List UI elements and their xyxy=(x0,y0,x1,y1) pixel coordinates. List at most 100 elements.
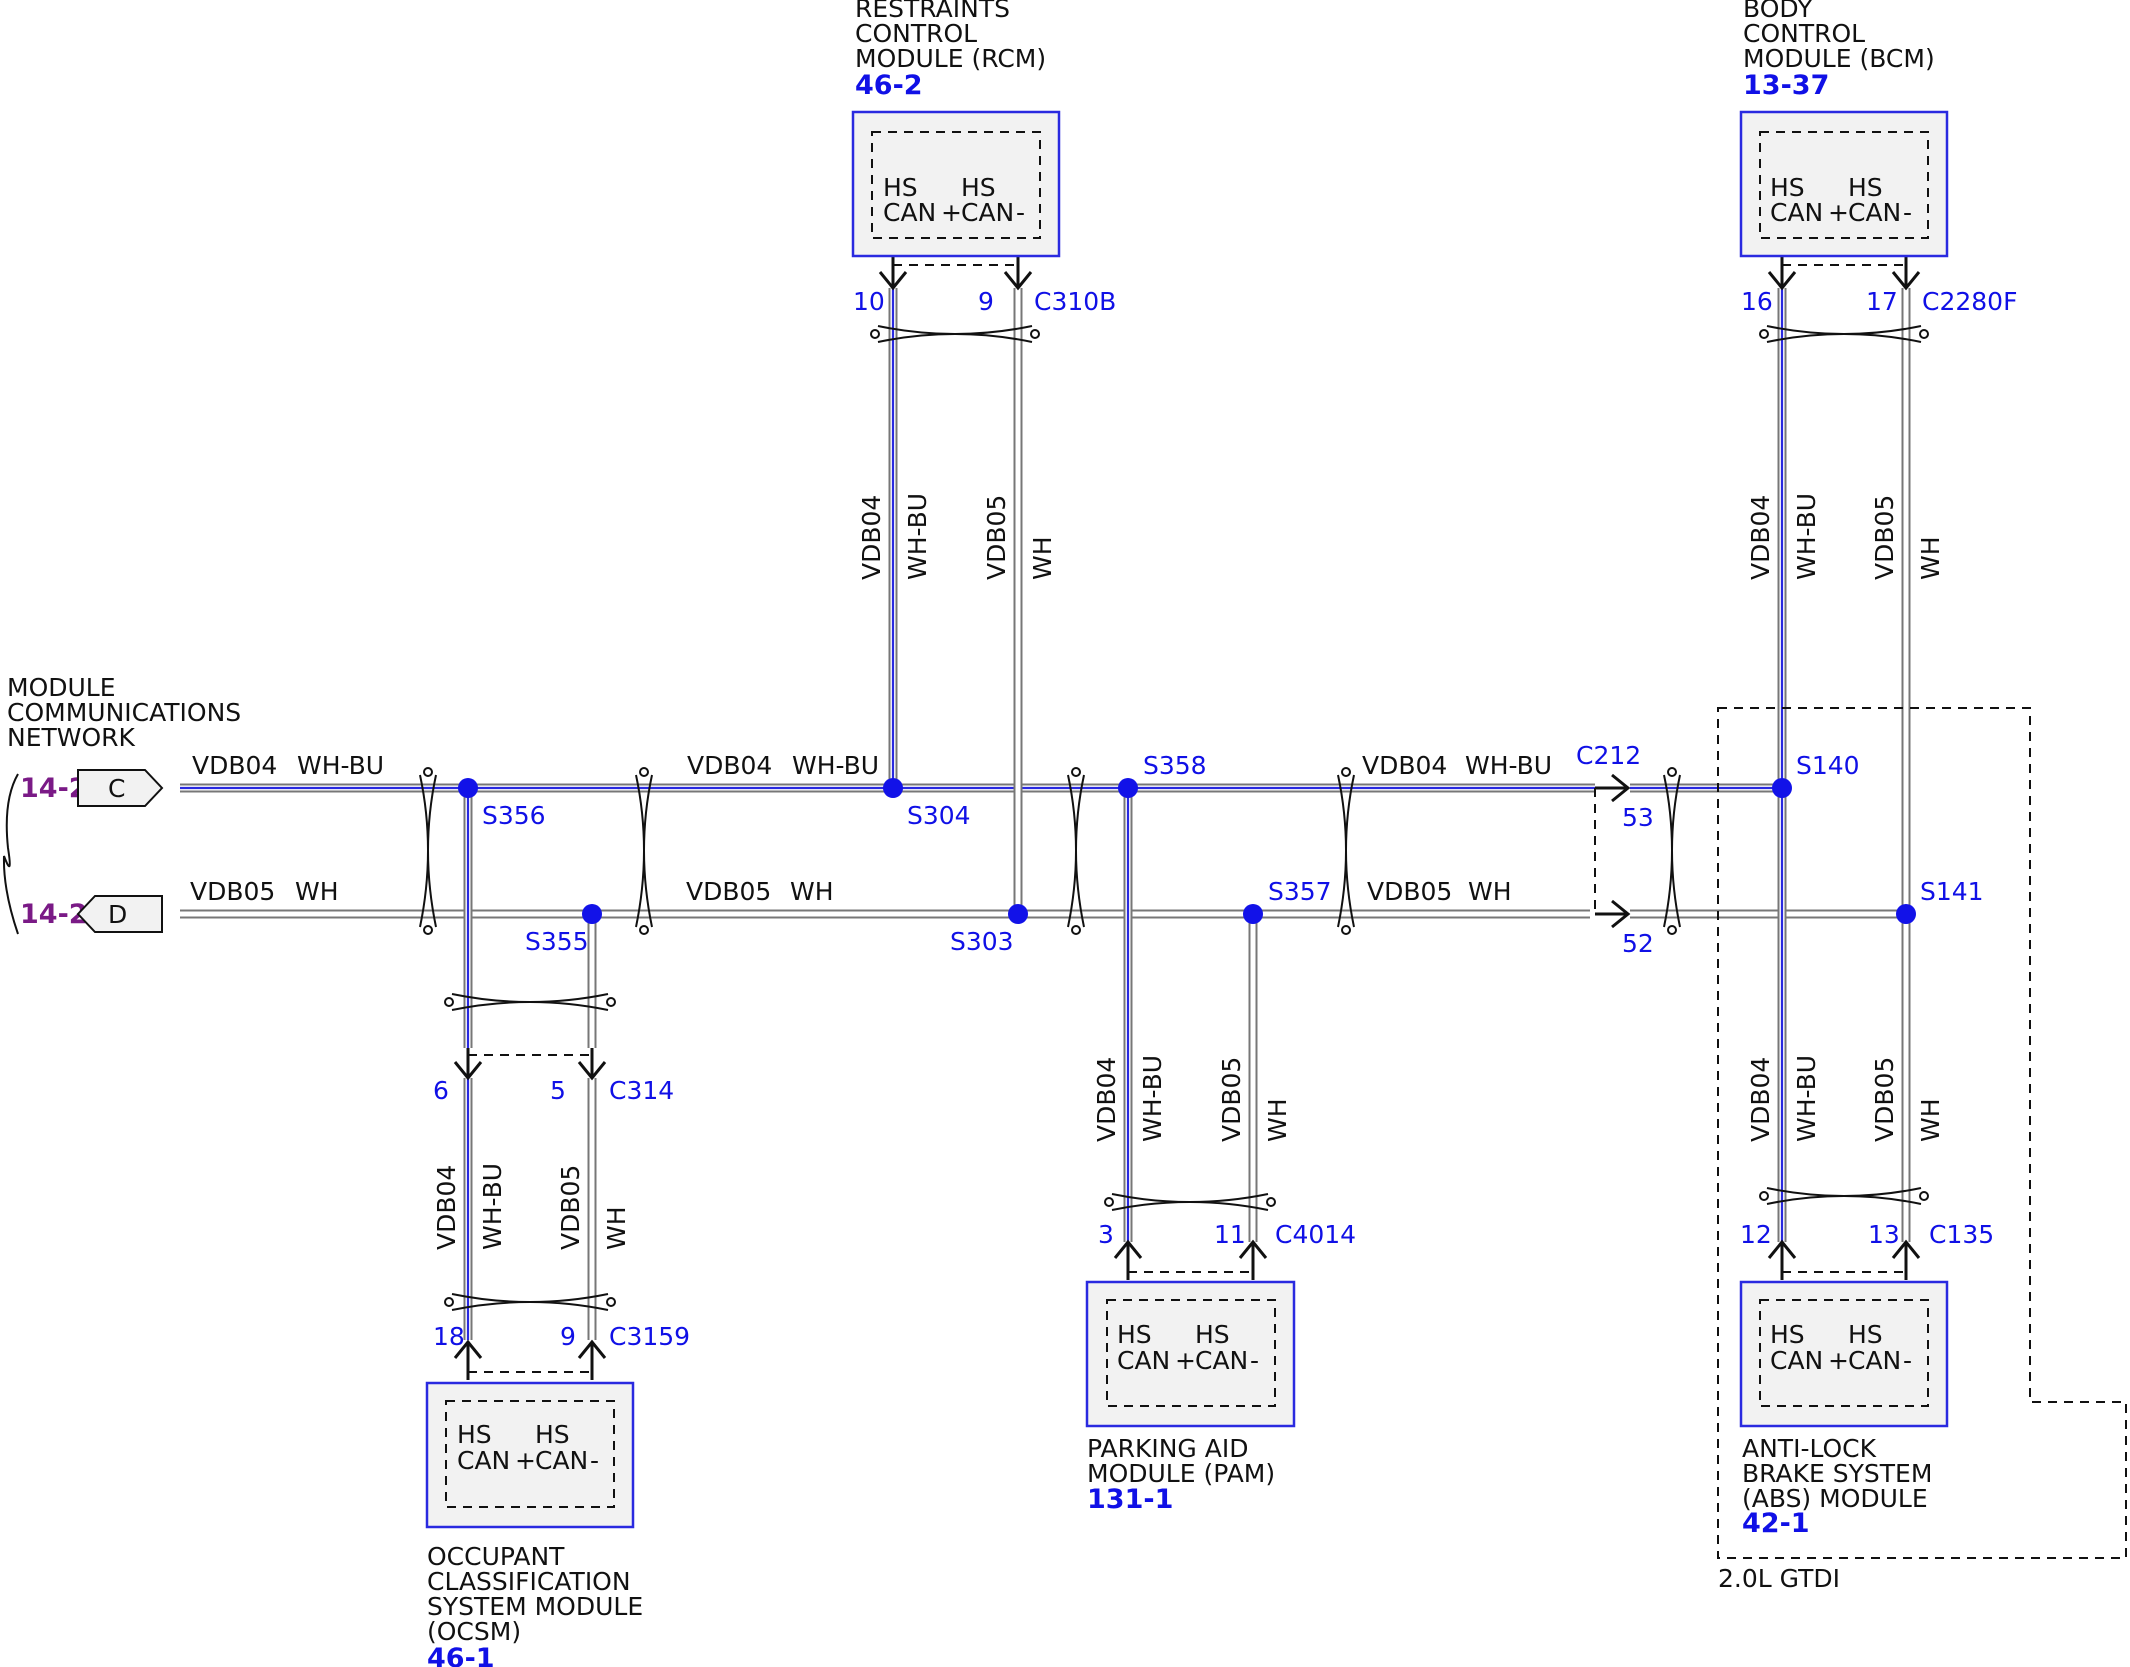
wire-label: WH xyxy=(790,877,834,906)
twisted-pair-symbols xyxy=(419,325,1929,1311)
module-abs[interactable]: HS CAN + HS CAN - xyxy=(1739,1280,1949,1428)
splice-s140-label: S140 xyxy=(1796,751,1860,780)
abs-minus: - xyxy=(1903,1346,1912,1375)
pam-connector-id[interactable]: C4014 xyxy=(1275,1220,1356,1249)
ref-c[interactable]: 14-2 xyxy=(20,773,88,804)
splice-s358-label: S358 xyxy=(1143,751,1207,780)
pam-hs1: HS xyxy=(1117,1320,1152,1349)
ocsm-ref[interactable]: 46-1 xyxy=(427,1643,495,1667)
c314-pin-plus: 6 xyxy=(433,1076,449,1105)
abs-connector-id[interactable]: C135 xyxy=(1929,1220,1994,1249)
wire-label: VDB05 xyxy=(1870,1057,1899,1142)
module-ocsm[interactable]: HS CAN + HS CAN - xyxy=(425,1381,635,1529)
bcm-hs2: HS xyxy=(1848,173,1883,202)
wire-label: WH xyxy=(1263,1098,1292,1142)
bcm-pin-plus: 16 xyxy=(1741,287,1773,316)
splice-s141-label: S141 xyxy=(1920,877,1984,906)
splice-labels: S356 S304 S358 S140 S355 S303 S357 S141 xyxy=(482,751,1984,956)
bcm-pin-minus: 17 xyxy=(1866,287,1898,316)
bcm-ref[interactable]: 13-37 xyxy=(1743,70,1829,101)
rcm-ref[interactable]: 46-2 xyxy=(855,70,923,101)
module-rcm[interactable]: HS CAN + HS CAN - xyxy=(851,110,1061,258)
wire-label: VDB04 xyxy=(1362,751,1447,780)
bcm-minus: - xyxy=(1903,198,1912,227)
bcm-connector-id[interactable]: C2280F xyxy=(1922,287,2017,316)
wire-label: VDB04 xyxy=(1746,495,1775,580)
ocsm-hs2: HS xyxy=(535,1420,570,1449)
wire-label: WH xyxy=(1468,877,1512,906)
splice-s355 xyxy=(582,904,602,924)
ocsm-connector-id[interactable]: C3159 xyxy=(609,1322,690,1351)
wire-label: WH xyxy=(1028,536,1057,580)
wire-label: WH-BU xyxy=(1792,493,1821,580)
module-bcm[interactable]: HS CAN + HS CAN - xyxy=(1739,110,1949,258)
wire-label: VDB05 xyxy=(190,877,275,906)
splice-s355-label: S355 xyxy=(525,927,589,956)
flag-c-label: C xyxy=(108,774,125,803)
flag-d-label: D xyxy=(108,900,127,929)
wires xyxy=(180,288,1911,1340)
abs-can1: CAN xyxy=(1770,1346,1823,1375)
connector-symbols xyxy=(453,250,1921,1380)
wire-label: WH-BU xyxy=(1138,1055,1167,1142)
wire-label: WH-BU xyxy=(1792,1055,1821,1142)
bcm-hs1: HS xyxy=(1770,173,1805,202)
abs-hs1: HS xyxy=(1770,1320,1805,1349)
abs-pin-plus: 12 xyxy=(1740,1220,1772,1249)
wire-label: VDB05 xyxy=(1217,1057,1246,1142)
rcm-hs1: HS xyxy=(883,173,918,202)
rcm-plus: + xyxy=(941,198,962,227)
wire-label: VDB04 xyxy=(857,495,886,580)
ocsm-can2: CAN xyxy=(535,1446,588,1475)
pam-ref[interactable]: 131-1 xyxy=(1087,1484,1173,1515)
wire-label: VDB05 xyxy=(1870,495,1899,580)
wire-label: WH xyxy=(1916,536,1945,580)
splice-s304-label: S304 xyxy=(907,801,971,830)
splice-s140 xyxy=(1772,778,1792,798)
rcm-hs2: HS xyxy=(961,173,996,202)
splice-s141 xyxy=(1896,904,1916,924)
wire-label: WH xyxy=(295,877,339,906)
ref-d[interactable]: 14-2 xyxy=(20,899,88,930)
ocsm-pin-minus: 9 xyxy=(560,1322,576,1351)
wire-label: VDB04 xyxy=(192,751,277,780)
wire-label: WH-BU xyxy=(1465,751,1552,780)
wire-label: VDB04 xyxy=(1092,1057,1121,1142)
wire-label: WH xyxy=(1916,1098,1945,1142)
pam-minus: - xyxy=(1250,1346,1259,1375)
module-pam[interactable]: HS CAN + HS CAN - xyxy=(1085,1280,1296,1428)
splice-s357-label: S357 xyxy=(1268,877,1332,906)
option-label: 2.0L GTDI xyxy=(1718,1564,1840,1593)
abs-can2: CAN xyxy=(1848,1346,1901,1375)
c212-connector-id[interactable]: C212 xyxy=(1576,741,1641,770)
pin-labels: 10 9 C310B 16 17 C2280F 6 5 C314 18 9 C3… xyxy=(433,287,2017,1351)
splice-s356 xyxy=(458,778,478,798)
ocsm-pin-plus: 18 xyxy=(433,1322,465,1351)
rcm-can2: CAN xyxy=(961,198,1014,227)
pam-can2: CAN xyxy=(1195,1346,1248,1375)
wire-label: VDB05 xyxy=(556,1165,585,1250)
pam-can1: CAN xyxy=(1117,1346,1170,1375)
splices xyxy=(458,778,1916,924)
ocsm-hs1: HS xyxy=(457,1420,492,1449)
rcm-connector-id[interactable]: C310B xyxy=(1034,287,1116,316)
c314-pin-minus: 5 xyxy=(550,1076,566,1105)
wire-label: WH-BU xyxy=(792,751,879,780)
rcm-can1: CAN xyxy=(883,198,936,227)
rcm-pin-plus: 10 xyxy=(853,287,885,316)
wire-label: WH-BU xyxy=(297,751,384,780)
pam-pin-plus: 3 xyxy=(1098,1220,1114,1249)
abs-plus: + xyxy=(1828,1346,1849,1375)
abs-ref[interactable]: 42-1 xyxy=(1742,1508,1810,1539)
pam-plus: + xyxy=(1175,1346,1196,1375)
c314-connector-id[interactable]: C314 xyxy=(609,1076,674,1105)
c212-pin-minus: 52 xyxy=(1622,929,1654,958)
ocsm-minus: - xyxy=(590,1446,599,1475)
